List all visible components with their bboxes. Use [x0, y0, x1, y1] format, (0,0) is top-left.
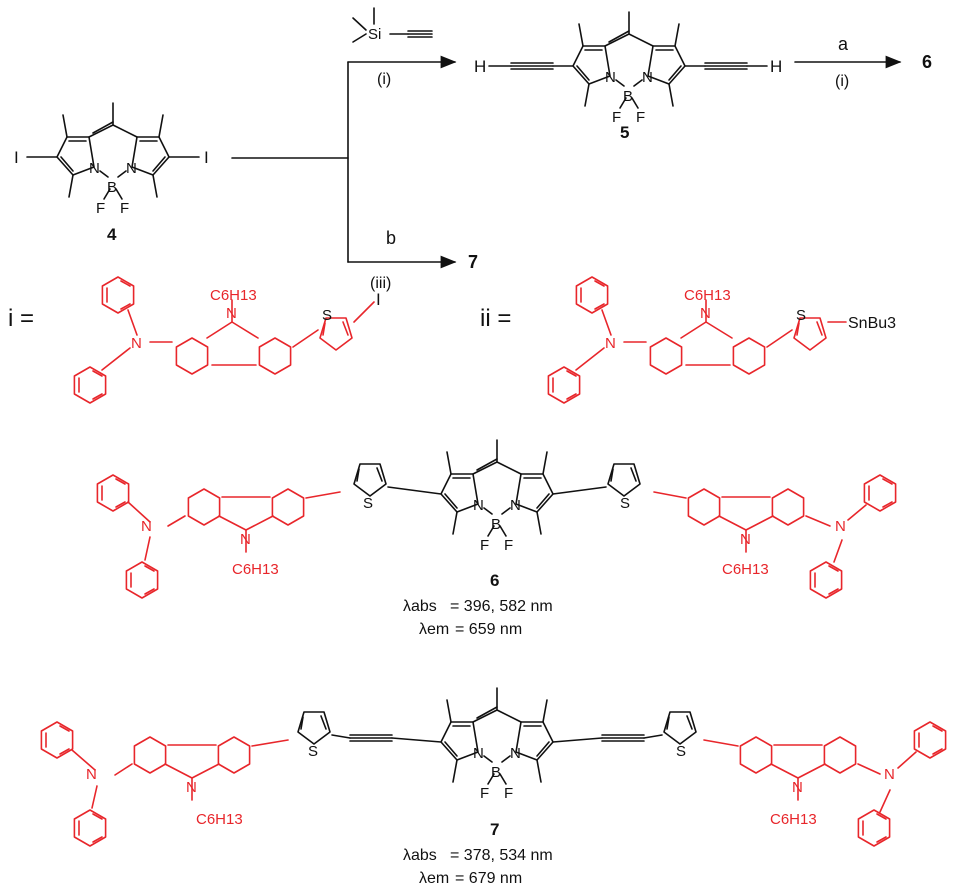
atom-n: N	[792, 779, 803, 796]
atom-n: N	[473, 497, 484, 514]
reagent-ii-end: SnBu3	[848, 315, 896, 332]
atom-n: N	[89, 160, 100, 177]
c6-em-value: = 659 nm	[455, 621, 522, 638]
hexyl-label: C6H13	[196, 811, 243, 828]
atom-b: B	[491, 516, 501, 533]
step-i-label: (i)	[377, 71, 391, 88]
atom-n: N	[510, 497, 521, 514]
reagent-i-structure	[73, 276, 375, 404]
atom-n: N	[131, 335, 142, 352]
atom-n: N	[700, 305, 711, 322]
atom-f: F	[96, 200, 105, 217]
branch-arrows	[231, 55, 902, 269]
step-a-label: a	[838, 34, 849, 54]
c5-h-left: H	[474, 57, 486, 76]
atom-b: B	[107, 179, 117, 196]
c4-halogen-left: I	[14, 148, 19, 167]
compound-5-label: 5	[620, 123, 629, 142]
reagent-ii-structure	[547, 276, 847, 404]
compound-6-target: 6	[922, 52, 932, 72]
atom-f: F	[480, 537, 489, 554]
reagent-ii-label: ii =	[480, 305, 511, 332]
atom-b: B	[491, 764, 501, 781]
compound-6	[96, 439, 897, 599]
atom-n: N	[605, 69, 616, 86]
atom-n: N	[473, 745, 484, 762]
c7-em-label: λem	[419, 870, 449, 887]
tms-acetylene	[352, 7, 433, 43]
hexyl-label: C6H13	[722, 561, 769, 578]
c6-abs-label: λabs	[403, 598, 437, 615]
atom-n: N	[740, 531, 751, 548]
atom-s: S	[308, 743, 318, 760]
c6-abs-value: = 396, 582 nm	[450, 598, 553, 615]
c7-em-value: = 679 nm	[455, 870, 522, 887]
step-b-cond: (iii)	[370, 275, 391, 292]
compound-4-label: 4	[107, 225, 117, 244]
atom-n: N	[510, 745, 521, 762]
atom-n: N	[126, 160, 137, 177]
atom-n: N	[86, 766, 97, 783]
step-a-cond: (i)	[835, 73, 849, 90]
compound-4	[26, 102, 200, 200]
compound-7	[40, 687, 947, 847]
c4-halogen-right: I	[204, 148, 209, 167]
c6-em-label: λem	[419, 621, 449, 638]
hexyl-label: C6H13	[232, 561, 279, 578]
atom-b: B	[623, 88, 633, 105]
compound-6-label: 6	[490, 571, 499, 590]
c7-abs-value: = 378, 534 nm	[450, 847, 553, 864]
atom-f: F	[120, 200, 129, 217]
atom-s: S	[322, 307, 332, 324]
atom-f: F	[636, 109, 645, 126]
hexyl-label: C6H13	[684, 287, 731, 304]
atom-n: N	[884, 766, 895, 783]
reagent-si: Si	[368, 26, 381, 43]
reagent-i-end: I	[376, 290, 381, 309]
reagent-i-label: i =	[8, 305, 34, 332]
step-b-label: b	[386, 228, 396, 248]
compound-7-label: 7	[490, 820, 499, 839]
hexyl-label: C6H13	[770, 811, 817, 828]
atom-n: N	[226, 305, 237, 322]
atom-s: S	[676, 743, 686, 760]
atom-n: N	[141, 518, 152, 535]
atom-f: F	[504, 537, 513, 554]
atom-n: N	[240, 531, 251, 548]
atom-n: N	[605, 335, 616, 352]
atom-f: F	[504, 785, 513, 802]
atom-s: S	[620, 495, 630, 512]
atom-n: N	[186, 779, 197, 796]
hexyl-label: C6H13	[210, 287, 257, 304]
atom-n: N	[642, 69, 653, 86]
atom-n: N	[835, 518, 846, 535]
compound-7-target: 7	[468, 252, 478, 272]
atom-f: F	[480, 785, 489, 802]
c7-abs-label: λabs	[403, 847, 437, 864]
atom-s: S	[363, 495, 373, 512]
atom-s: S	[796, 307, 806, 324]
compound-5	[488, 11, 768, 109]
atom-f: F	[612, 109, 621, 126]
c5-h-right: H	[770, 57, 782, 76]
